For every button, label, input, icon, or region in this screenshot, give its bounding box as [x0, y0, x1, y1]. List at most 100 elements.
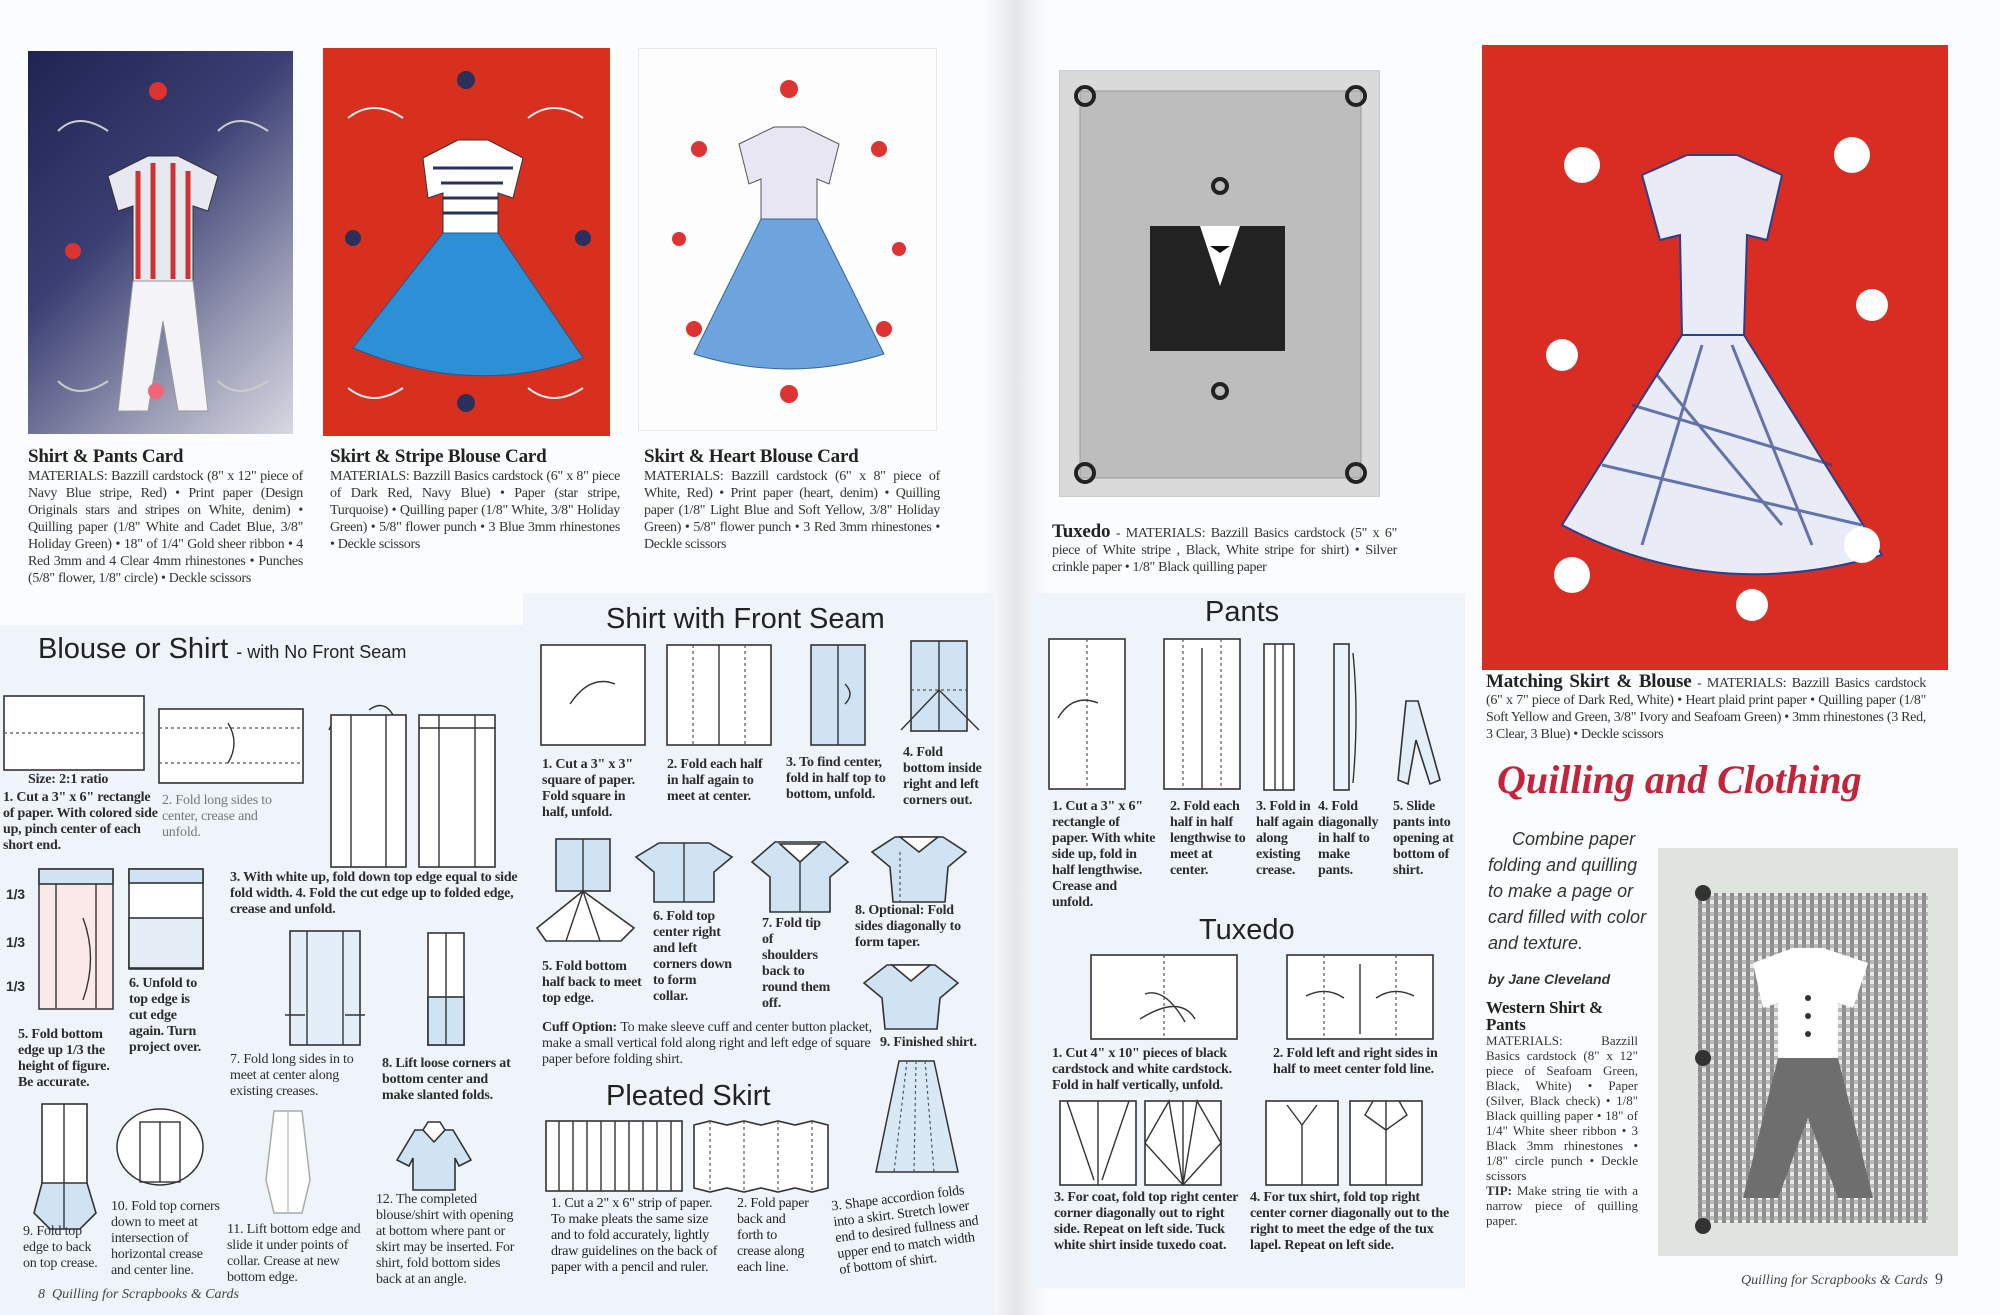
- pants-step-1: 1. Cut a 3" x 6" rectangle of paper. Wit…: [1052, 799, 1156, 910]
- blouse-step-5: 5. Fold bottom edge up 1/3 the height of…: [18, 1027, 110, 1090]
- blouse-diagram-3-4: [328, 704, 496, 868]
- blouse-diagram-1: [3, 695, 145, 771]
- pants-diagram-2: [1163, 638, 1241, 790]
- pleated-diagram-3: [875, 1060, 959, 1173]
- pleated-diagram-1: [545, 1120, 683, 1192]
- blouse-step-10: 10. Fold top corners down to meet at int…: [111, 1199, 220, 1278]
- pants-diagram-1: [1048, 638, 1126, 790]
- third-label-3: 1/3: [6, 978, 25, 994]
- blouse-diagram-11: [265, 1110, 311, 1214]
- blouse-step-12: 12. The completed blouse/shirt with open…: [376, 1192, 515, 1287]
- western-caption: Western Shirt & Pants MATERIALS: Bazzill…: [1486, 999, 1638, 1228]
- page-number-right: 9: [1934, 1271, 1943, 1288]
- footer-left: 8 Quilling for Scrapbooks & Cards: [38, 1287, 239, 1303]
- card-materials: MATERIALS: Bazzill cardstock (8" x 12" p…: [28, 469, 303, 586]
- front-seam-step-5: 5. Fold bottom half back to meet top edg…: [542, 959, 642, 1006]
- western-shirt-pants-photo: [1658, 848, 1958, 1256]
- article-intro: Combine paper folding and quilling to ma…: [1488, 829, 1647, 953]
- tuxedo-diagram-2: [1286, 954, 1434, 1040]
- tuxedo-step-1: 1. Cut 4" x 10" pieces of black cardstoc…: [1052, 1046, 1232, 1093]
- pants-diagram-5: [1397, 700, 1441, 786]
- card-caption-skirt-stripe: Skirt & Stripe Blouse Card MATERIALS: Ba…: [330, 446, 620, 553]
- pants-step-3: 3. Fold in half again along existing cre…: [1256, 799, 1314, 878]
- blouse-diagram-6: [128, 868, 204, 970]
- third-label-1: 1/3: [6, 886, 25, 902]
- tuxedo-card-photo: [1059, 70, 1380, 497]
- blouse-step-9: 9. Fold top edge to back on top crease.: [23, 1224, 98, 1271]
- pleated-skirt-title: Pleated Skirt: [606, 1080, 771, 1112]
- blouse-step-3-4: 3. With white up, fold down top edge equ…: [230, 870, 518, 917]
- front-seam-diagram-8: [870, 836, 968, 903]
- blouse-step-2: 2. Fold long sides to center, crease and…: [162, 793, 272, 840]
- skirt-stripe-blouse-card-photo: [323, 48, 610, 436]
- tuxedo-step-2: 2. Fold left and right sides in half to …: [1273, 1046, 1438, 1077]
- cuff-option-text: To make sleeve cuff and center button pl…: [542, 1020, 872, 1067]
- cuff-option-label: Cuff Option:: [542, 1020, 617, 1035]
- front-seam-diagram-3: [810, 644, 866, 746]
- western-title: Western Shirt & Pants: [1486, 998, 1603, 1034]
- front-seam-diagram-7: [750, 841, 850, 913]
- front-seam-diagram-2: [666, 644, 772, 746]
- pants-diagram-3: [1263, 643, 1295, 791]
- card-title: Tuxedo: [1052, 521, 1111, 542]
- card-caption-skirt-heart: Skirt & Heart Blouse Card MATERIALS: Baz…: [644, 446, 940, 553]
- blouse-diagram-10: [116, 1108, 204, 1186]
- third-label-2: 1/3: [6, 934, 25, 950]
- card-materials: - MATERIALS: Bazzill Basics cardstock (6…: [1486, 676, 1927, 742]
- footer-right-title: Quilling for Scrapbooks & Cards: [1741, 1273, 1928, 1288]
- western-tip: TIP: Make string tie with a narrow piece…: [1486, 1183, 1638, 1228]
- blouse-diagram-2: [158, 708, 304, 784]
- blouse-subtitle: - with No Front Seam: [236, 642, 407, 662]
- tuxedo-illustration: [1074, 85, 1367, 484]
- matching-skirt-blouse-card-photo: [1482, 45, 1948, 670]
- blouse-step-8: 8. Lift loose corners at bottom center a…: [382, 1056, 511, 1103]
- shirt-pants-illustration: [57, 82, 269, 412]
- pants-step-2: 2. Fold each half in half lengthwise to …: [1170, 799, 1246, 878]
- front-seam-diagram-5: [535, 838, 636, 942]
- matching-skirt-illustration: [1546, 137, 1888, 621]
- front-seam-step-8: 8. Optional: Fold sides diagonally to fo…: [855, 903, 961, 950]
- pleated-step-2: 2. Fold paper back and forth to crease a…: [737, 1196, 809, 1275]
- tip-text: Make string tie with a narrow piece of q…: [1486, 1183, 1638, 1228]
- skirt-heart-illustration: [672, 80, 906, 403]
- card-materials: - MATERIALS: Bazzill Basics cardstock (5…: [1052, 526, 1397, 575]
- blouse-diagram-12-shirt: [395, 1121, 473, 1191]
- front-seam-step-7: 7. Fold tip of shoulders back to round t…: [762, 916, 831, 1011]
- front-seam-step-3: 3. To find center, fold in half top to b…: [786, 755, 886, 802]
- tuxedo-step-3: 3. For coat, fold top right center corne…: [1054, 1190, 1238, 1253]
- front-seam-step-9: 9. Finished shirt.: [880, 1035, 977, 1050]
- front-seam-step-6: 6. Fold top center right and left corner…: [653, 909, 732, 1004]
- card-caption-shirt-pants: Shirt & Pants Card MATERIALS: Bazzill ca…: [28, 446, 303, 587]
- article-title: Quilling and Clothing: [1497, 757, 1862, 802]
- front-seam-diagram-6: [634, 842, 734, 903]
- pants-title: Pants: [1205, 596, 1280, 628]
- pants-diagram-4: [1333, 643, 1357, 791]
- skirt-heart-blouse-card-photo: [638, 48, 937, 431]
- blouse-diagram-8: [427, 932, 465, 1046]
- pants-step-4: 4. Fold diagonally in half to make pants…: [1318, 799, 1379, 878]
- card-materials: MATERIALS: Bazzill Basics cardstock (6" …: [330, 469, 620, 552]
- front-seam-title: Shirt with Front Seam: [606, 603, 885, 635]
- front-seam-step-2: 2. Fold each half in half again to meet …: [667, 757, 763, 804]
- front-seam-step-4: 4. Fold bottom inside right and left cor…: [903, 745, 982, 808]
- blouse-diagram-7: [285, 930, 365, 1046]
- blouse-step-1: 1. Cut a 3" x 6" rectangle of paper. Wit…: [3, 790, 158, 853]
- western-illustration: [1695, 885, 1928, 1234]
- card-title: Matching Skirt & Blouse: [1486, 671, 1692, 692]
- blouse-step-6: 6. Unfold to top edge is cut edge again.…: [129, 976, 202, 1055]
- blouse-step-11: 11. Lift bottom edge and slide it under …: [227, 1222, 361, 1285]
- pleated-diagram-2: [693, 1120, 829, 1193]
- card-caption-matching: Matching Skirt & Blouse - MATERIALS: Baz…: [1486, 671, 1927, 743]
- tuxedo-diagram-4: [1265, 1100, 1423, 1186]
- cuff-option: Cuff Option: To make sleeve cuff and cen…: [542, 1020, 877, 1068]
- tuxedo-diagram-3: [1059, 1098, 1222, 1187]
- western-materials: MATERIALS: Bazzill Basics cardstock (8" …: [1486, 1033, 1638, 1183]
- front-seam-diagram-1: [540, 644, 646, 746]
- tuxedo-diagram-1: [1090, 954, 1238, 1040]
- card-materials: MATERIALS: Bazzill cardstock (6" x 8" pi…: [644, 469, 940, 552]
- front-seam-diagram-9: [862, 964, 960, 1030]
- front-seam-step-1: 1. Cut a 3" x 3" square of paper. Fold s…: [542, 757, 635, 820]
- blouse-title-text: Blouse or Shirt: [38, 633, 229, 665]
- footer-right: Quilling for Scrapbooks & Cards 9: [1741, 1271, 1943, 1289]
- front-seam-diagram-4: [900, 640, 980, 732]
